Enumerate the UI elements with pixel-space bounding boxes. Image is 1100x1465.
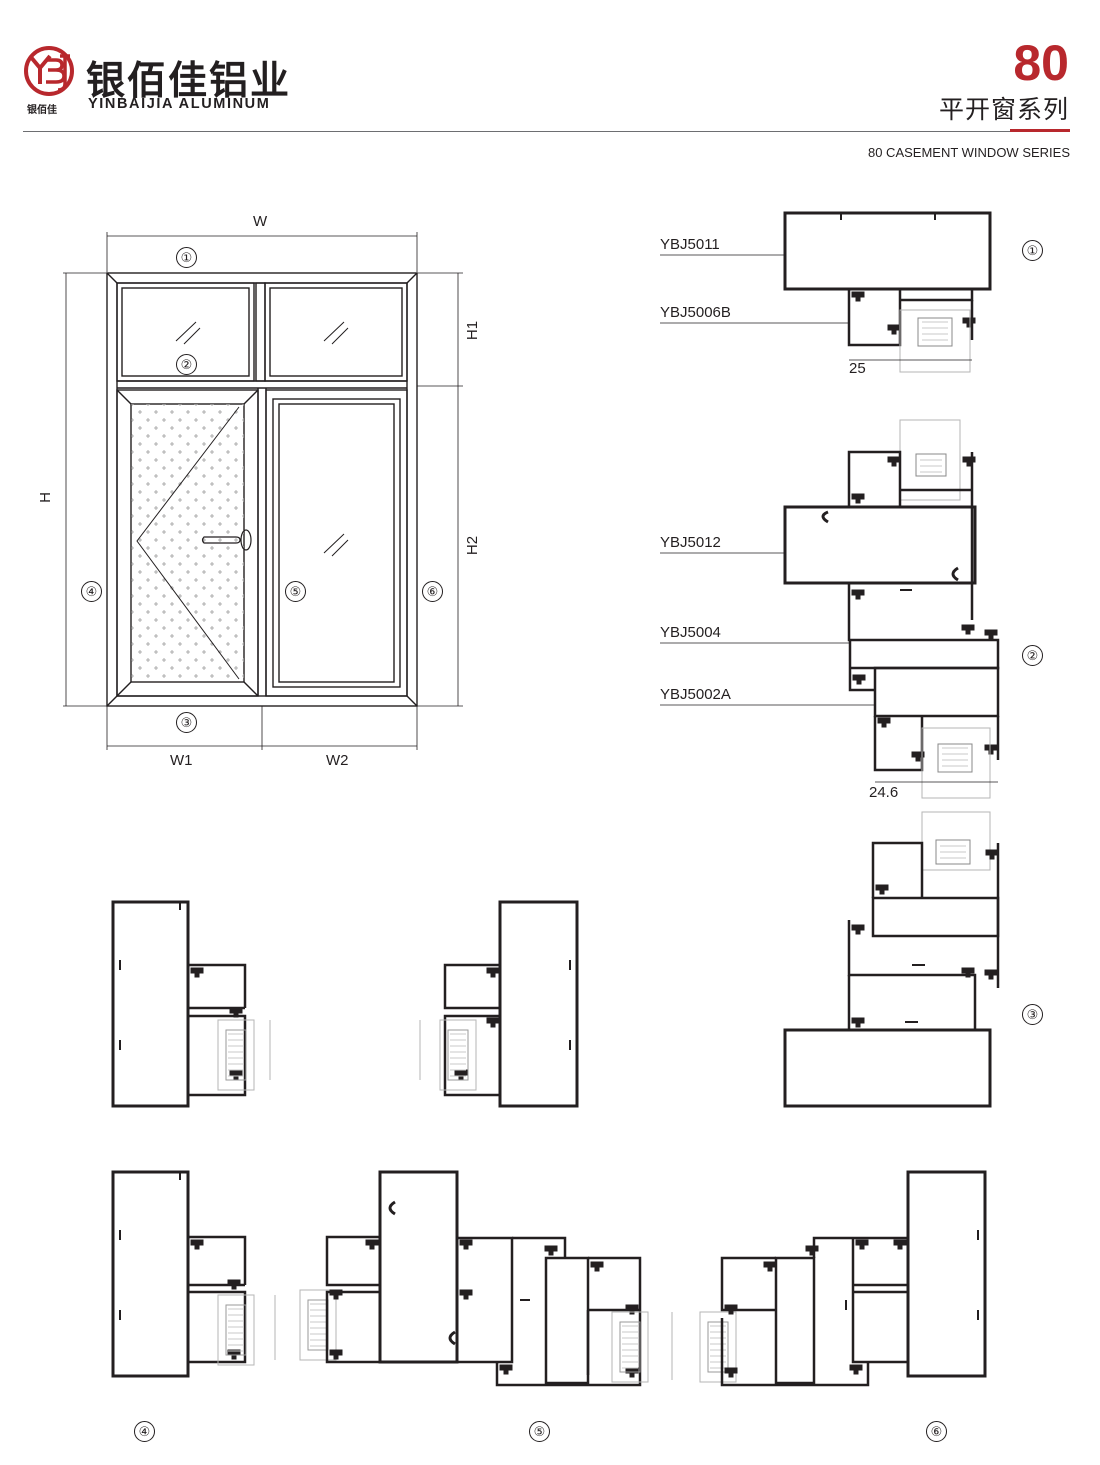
part-label-ybj5012: YBJ5012	[660, 534, 721, 551]
brand-logo	[24, 46, 74, 96]
section-marker-4: ④	[134, 1421, 155, 1442]
elevation-marker-1: ①	[176, 247, 197, 268]
window-elevation	[63, 232, 463, 750]
section-5-lower	[299, 1170, 673, 1387]
part-label-ybj5011: YBJ5011	[660, 236, 720, 253]
dim-h2-label: H2	[464, 535, 482, 556]
dim-24-6-label: 24.6	[869, 784, 899, 801]
section-marker-6: ⑥	[926, 1421, 947, 1442]
elevation-marker-4: ④	[81, 581, 102, 602]
elevation-marker-5: ⑤	[285, 581, 306, 602]
elevation-marker-2: ②	[176, 354, 197, 375]
dim-w1-label: W1	[170, 752, 193, 769]
section-1	[783, 211, 992, 373]
dim-w-label: W	[253, 213, 268, 230]
logo-caption: 银佰佳	[27, 105, 57, 116]
dim-w2-label: W2	[326, 752, 349, 769]
section-marker-3: ③	[1022, 1004, 1043, 1025]
dim-h-label: H	[36, 492, 54, 503]
elevation-marker-3: ③	[176, 712, 197, 733]
section-6-lower	[699, 1170, 987, 1387]
brand-name-en: YINBAIJIA ALUMINUM	[88, 96, 271, 112]
section-6-upper	[419, 900, 579, 1108]
section-4-lower	[111, 1170, 276, 1378]
brand-name-cn: 银佰佳铝业	[86, 59, 292, 104]
section-4-upper	[111, 900, 271, 1108]
elevation-marker-6: ⑥	[422, 581, 443, 602]
series-title-en: 80 CASEMENT WINDOW SERIES	[867, 145, 1070, 160]
header-accent-bar	[1010, 129, 1070, 132]
section-3	[783, 811, 1000, 1108]
section-marker-1: ①	[1022, 240, 1043, 261]
dim-h1-label: H1	[464, 320, 482, 341]
part-label-ybj5002a: YBJ5002A	[660, 686, 731, 703]
header-rule	[23, 131, 1070, 132]
part-label-ybj5006b: YBJ5006B	[660, 304, 731, 321]
section-2	[783, 419, 1000, 799]
part-label-ybj5004: YBJ5004	[660, 624, 721, 641]
dim-25-label: 25	[849, 360, 866, 377]
series-title-cn: 平开窗系列	[938, 95, 1069, 124]
section-marker-2: ②	[1022, 645, 1043, 666]
series-number: 80	[1013, 35, 1069, 91]
section-marker-5: ⑤	[529, 1421, 550, 1442]
